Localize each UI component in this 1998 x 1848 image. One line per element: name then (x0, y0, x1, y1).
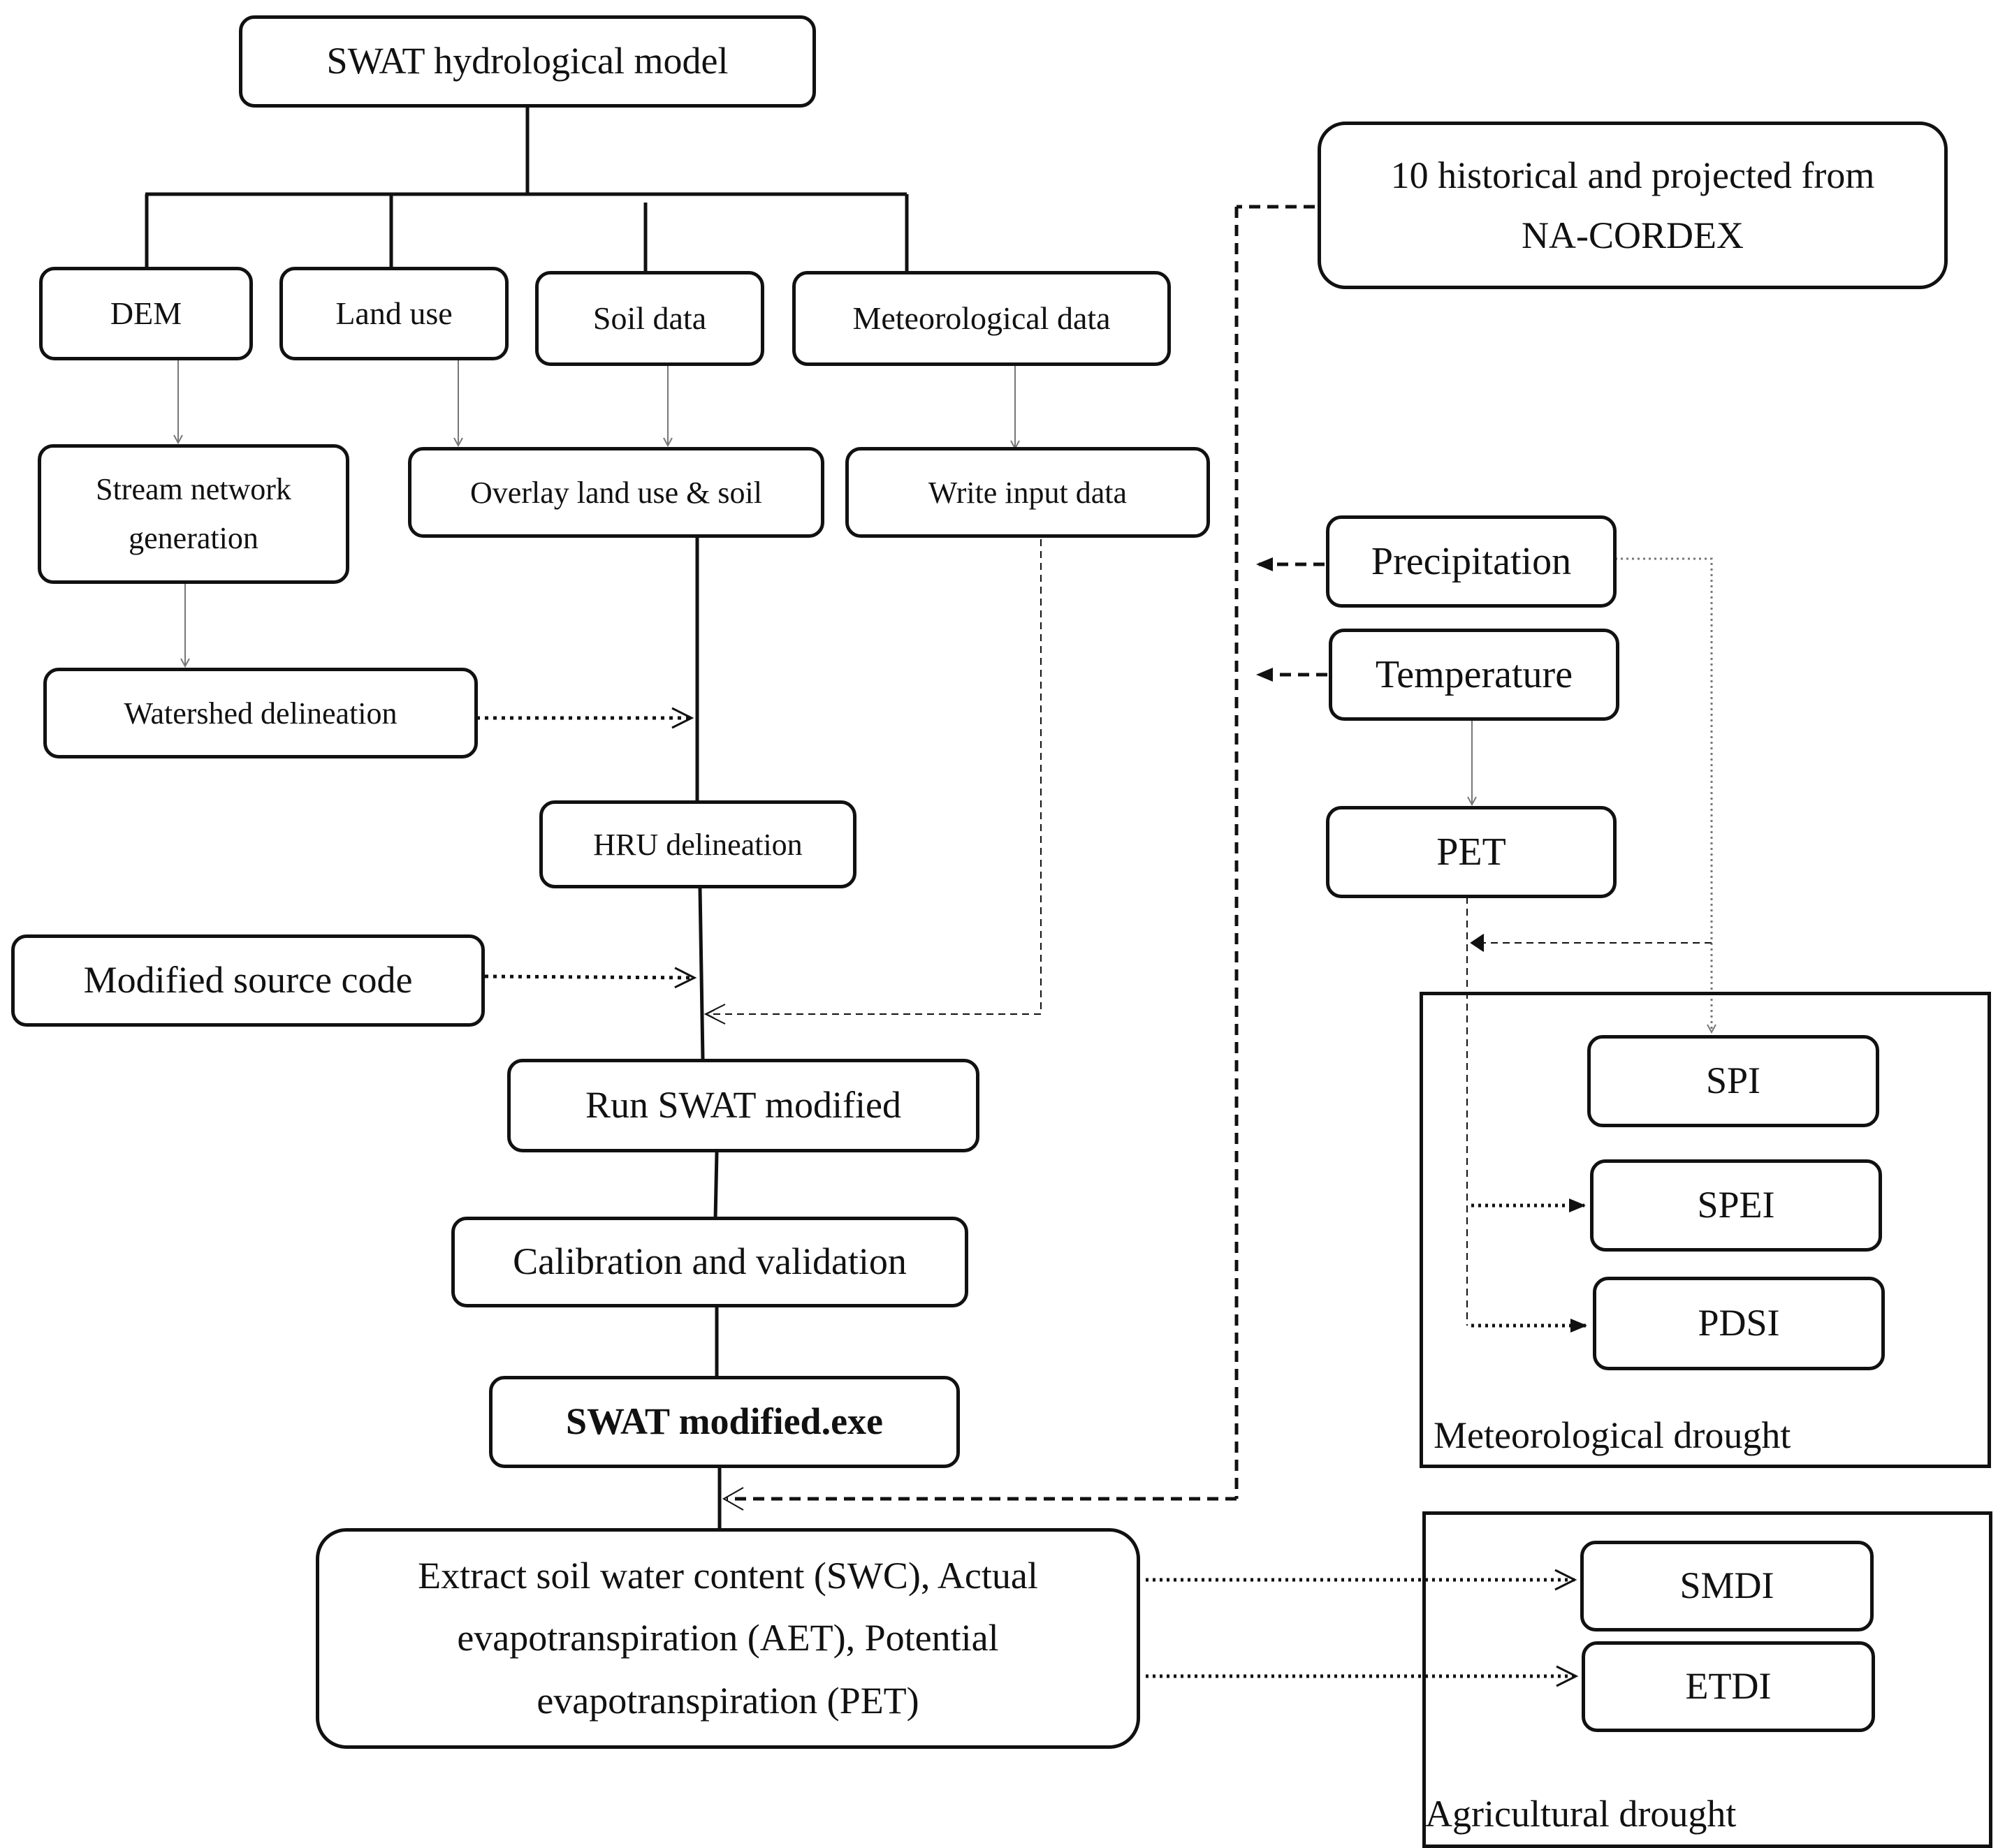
smdi-box: SMDI (1580, 1541, 1874, 1631)
precipitation-box: Precipitation (1326, 515, 1617, 608)
hru-label: HRU delineation (593, 827, 803, 862)
land-use-label: Land use (335, 295, 453, 332)
write-input-label: Write input data (928, 475, 1128, 510)
watershed-box: Watershed delineation (43, 668, 478, 758)
extract-label: Extract soil water content (SWC), Actual… (418, 1555, 1038, 1722)
spi-label: SPI (1705, 1059, 1761, 1102)
calibration-label: Calibration and validation (513, 1240, 907, 1283)
run-swat-box: Run SWAT modified (507, 1059, 979, 1152)
soil-data-label: Soil data (592, 300, 707, 337)
swat-hydrological-model-box: SWAT hydrological model (239, 15, 816, 108)
pdsi-box: PDSI (1593, 1277, 1885, 1370)
meteorological-data-label: Meteorological data (852, 300, 1111, 337)
pet-label: PET (1436, 830, 1506, 874)
spei-box: SPEI (1590, 1159, 1882, 1252)
na-cordex-label: 10 historical and projected from NA-CORD… (1390, 154, 1875, 256)
overlay-box: Overlay land use & soil (408, 447, 824, 538)
extract-dotted-arrows (1146, 1569, 1579, 1687)
agricultural-drought-group (1422, 1511, 1992, 1848)
main-spine (695, 538, 722, 1528)
agricultural-drought-label: Agricultural drought (1425, 1793, 1737, 1835)
overlay-label: Overlay land use & soil (470, 475, 762, 510)
spei-label: SPEI (1697, 1184, 1775, 1226)
pet-dotted-arrows (1471, 1198, 1587, 1333)
meteorological-data-box: Meteorological data (792, 271, 1171, 366)
etdi-label: ETDI (1685, 1665, 1772, 1708)
meteorological-drought-group (1420, 992, 1991, 1468)
hru-box: HRU delineation (539, 800, 856, 888)
spi-box: SPI (1587, 1035, 1879, 1127)
stream-network-box: Stream network generation (38, 444, 349, 584)
dotted-to-spine (476, 707, 697, 989)
swat-exe-box: SWAT modified.exe (489, 1376, 960, 1468)
dem-box: DEM (39, 267, 253, 360)
smdi-label: SMDI (1679, 1564, 1774, 1607)
swat-exe-label: SWAT modified.exe (565, 1400, 884, 1443)
input-arrows (178, 360, 1472, 805)
precip-to-pet-head (1470, 934, 1485, 952)
pdsi-label: PDSI (1698, 1302, 1780, 1344)
extract-box: Extract soil water content (SWC), Actual… (316, 1528, 1140, 1749)
write-input-connector (707, 539, 1042, 1014)
write-input-arrowhead (703, 1004, 726, 1025)
temperature-label: Temperature (1375, 653, 1573, 696)
modified-source-code-box: Modified source code (11, 934, 485, 1027)
precipitation-label: Precipitation (1371, 540, 1572, 583)
na-cordex-box: 10 historical and projected from NA-CORD… (1318, 122, 1948, 289)
soil-data-box: Soil data (535, 271, 764, 366)
land-use-box: Land use (279, 267, 509, 360)
meteorological-drought-label: Meteorological drought (1434, 1414, 1791, 1456)
write-input-box: Write input data (845, 447, 1210, 538)
swat-hydrological-model-title: SWAT hydrological model (326, 40, 729, 82)
run-swat-label: Run SWAT modified (585, 1084, 901, 1127)
climate-bus (727, 205, 1327, 1501)
precip-to-spi (1615, 557, 1712, 1032)
stream-network-label: Stream network generation (96, 471, 291, 555)
modified-source-code-label: Modified source code (83, 959, 413, 1002)
etdi-box: ETDI (1582, 1641, 1875, 1732)
dem-label: DEM (110, 295, 182, 332)
watershed-label: Watershed delineation (124, 696, 398, 731)
exe-input-arrowhead (722, 1487, 744, 1511)
temperature-box: Temperature (1329, 629, 1619, 721)
pet-box: PET (1326, 806, 1617, 898)
calibration-box: Calibration and validation (451, 1217, 968, 1307)
top-tree-lines (145, 106, 909, 271)
